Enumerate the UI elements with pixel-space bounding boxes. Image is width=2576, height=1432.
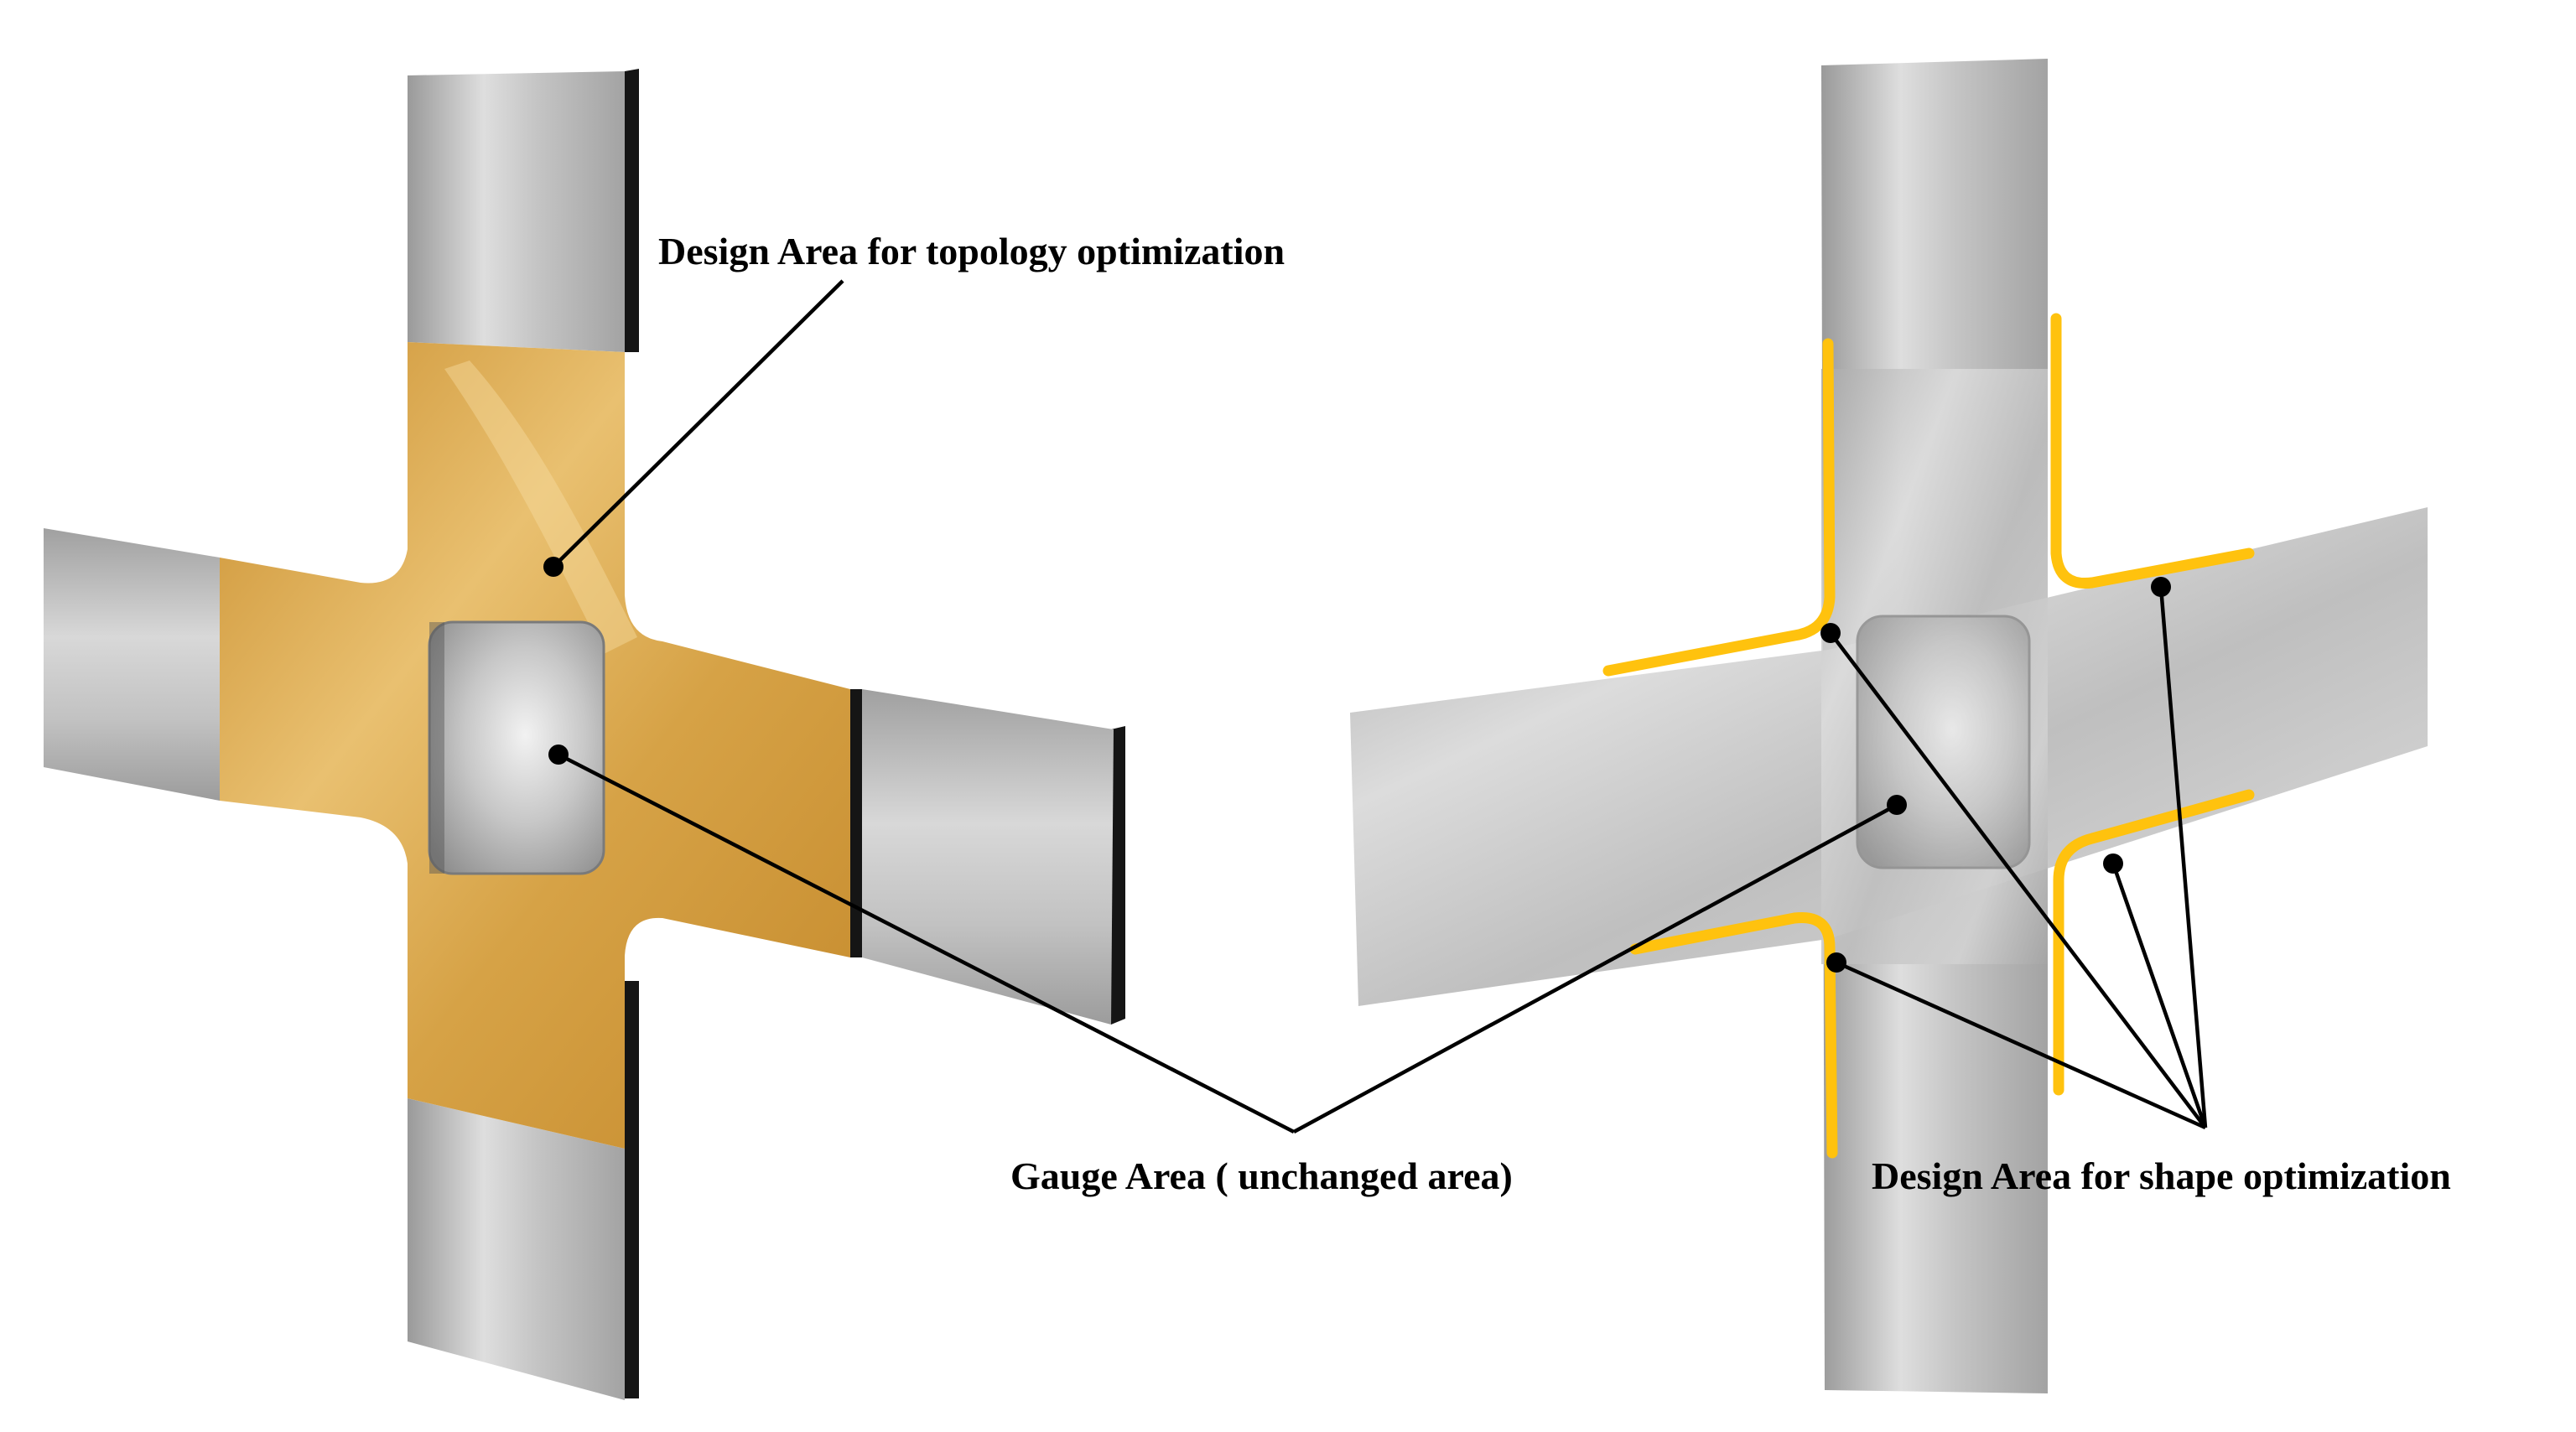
- label-topology-design-area: Design Area for topology optimization: [658, 230, 1285, 272]
- leader-topology: [552, 279, 844, 568]
- leader-gauge-left: [557, 752, 1296, 1134]
- left-top-arm-edge: [625, 69, 639, 352]
- left-top-arm: [408, 71, 625, 352]
- dot-shape-2: [2151, 577, 2171, 597]
- left-seam-right: [850, 689, 862, 957]
- shape-edge-lower-right: [2053, 789, 2255, 1096]
- dot-shape-3: [2103, 853, 2123, 874]
- leader-dots: [543, 557, 2171, 973]
- left-bottom-arm-edge: [625, 981, 639, 1398]
- label-gauge-area: Gauge Area ( unchanged area): [1010, 1154, 1513, 1197]
- dot-shape-4: [1826, 952, 1846, 973]
- shape-edge-upper-left: [1602, 338, 1836, 677]
- left-gauge-shadow: [429, 622, 444, 874]
- label-shape-design-area: Design Area for shape optimization: [1872, 1154, 2451, 1197]
- left-bottom-arm: [408, 1098, 625, 1400]
- leader-lines: [552, 279, 2208, 1134]
- dot-topology: [543, 557, 564, 577]
- shape-edge-upper-right: [2050, 313, 2255, 589]
- leader-gauge-right: [1292, 803, 1898, 1134]
- dot-shape-1: [1820, 623, 1841, 643]
- left-gold-sheen: [444, 361, 637, 654]
- leader-shape-2: [2158, 586, 2208, 1128]
- leader-shape-1: [1829, 631, 2207, 1129]
- leader-shape-4: [1836, 960, 2206, 1130]
- left-left-arm: [44, 528, 220, 801]
- dot-gauge-right: [1887, 795, 1907, 815]
- left-right-arm-edge: [1111, 726, 1125, 1025]
- leader-shape-3: [2111, 863, 2208, 1128]
- right-shape-design-edges: [1602, 313, 2255, 1159]
- dot-gauge-left: [548, 745, 569, 765]
- left-gauge-area: [428, 620, 605, 875]
- shape-edge-lower-left: [1629, 911, 1838, 1159]
- right-gauge-area: [1856, 615, 2031, 869]
